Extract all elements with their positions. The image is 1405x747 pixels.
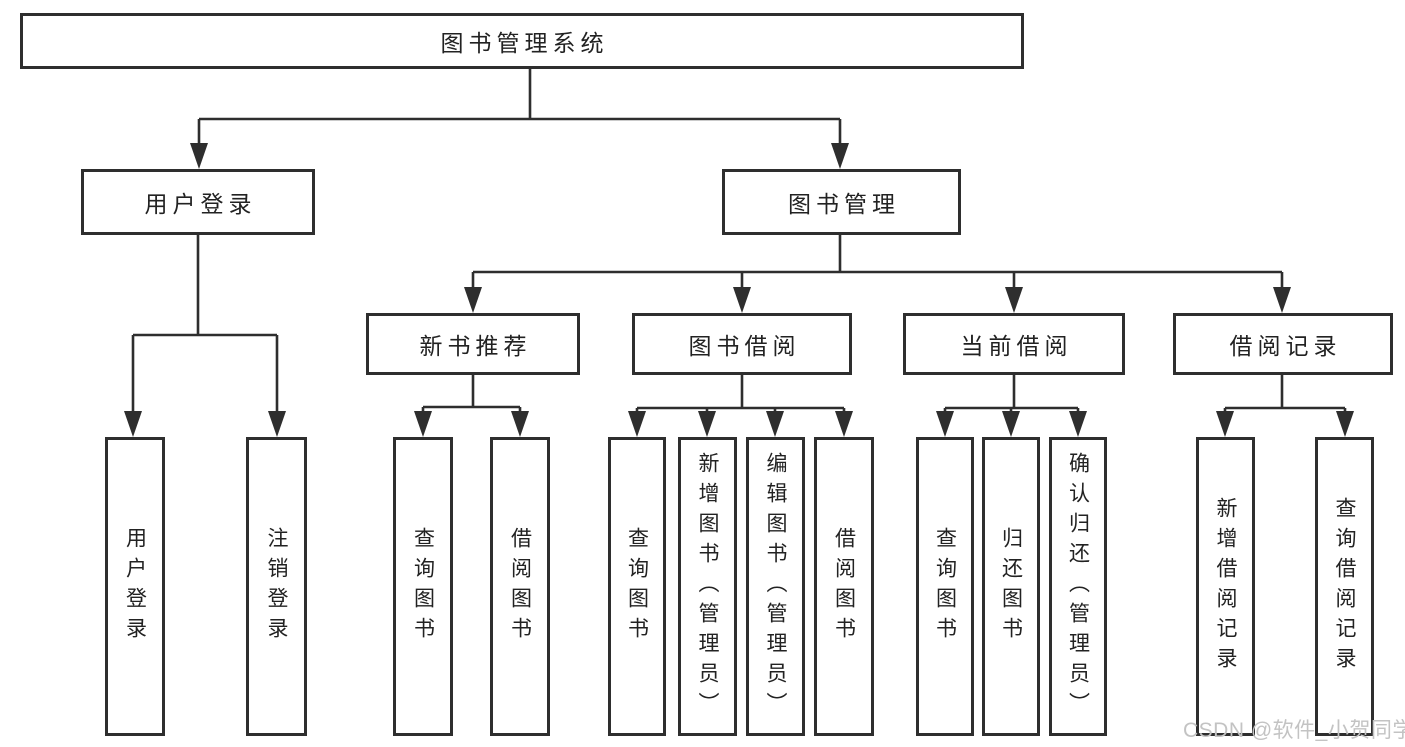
leaf-add-book-admin: 新增图书（管理员）: [678, 437, 737, 736]
leaf-return-book: 归还图书: [982, 437, 1040, 736]
leaf-query-books-borrowing: 查询图书: [608, 437, 666, 736]
node-new-book-recommendation-label: 新书推荐: [419, 333, 532, 359]
leaf-confirm-return-admin-label: 确认归还（管理员）: [1066, 451, 1090, 722]
leaf-borrow-books-recommend-label: 借阅图书: [508, 526, 532, 647]
csdn-watermark: CSDN @软件_小贺同学: [1183, 719, 1405, 742]
leaf-query-books-recommend-label: 查询图书: [411, 526, 435, 647]
leaf-add-borrow-record: 新增借阅记录: [1196, 437, 1255, 736]
node-root: 图书管理系统: [20, 13, 1024, 69]
node-book-management: 图书管理: [722, 169, 961, 235]
leaf-query-books-borrowing-label: 查询图书: [625, 526, 649, 647]
node-book-borrowing-label: 图书借阅: [688, 333, 801, 359]
leaf-logout-label: 注销登录: [265, 526, 288, 647]
node-book-management-label: 图书管理: [788, 191, 900, 217]
leaf-query-books-current-label: 查询图书: [933, 526, 957, 647]
node-borrowing-records-label: 借阅记录: [1229, 333, 1342, 359]
leaf-query-books-recommend: 查询图书: [393, 437, 453, 736]
node-book-borrowing: 图书借阅: [632, 313, 852, 375]
leaf-query-borrow-record-label: 查询借阅记录: [1333, 496, 1356, 677]
leaf-return-book-label: 归还图书: [999, 526, 1023, 647]
leaf-query-books-current: 查询图书: [916, 437, 974, 736]
leaf-logout: 注销登录: [246, 437, 307, 736]
node-current-borrowing: 当前借阅: [903, 313, 1125, 375]
node-root-label: 图书管理系统: [440, 30, 609, 56]
node-current-borrowing-label: 当前借阅: [960, 333, 1073, 359]
leaf-edit-book-admin: 编辑图书（管理员）: [746, 437, 805, 736]
leaf-user-login-label: 用户登录: [123, 526, 147, 647]
leaf-borrow-books-recommend: 借阅图书: [490, 437, 550, 736]
leaf-borrow-books: 借阅图书: [814, 437, 874, 736]
node-borrowing-records: 借阅记录: [1173, 313, 1393, 375]
node-user-login-label: 用户登录: [144, 191, 257, 217]
leaf-add-book-admin-label: 新增图书（管理员）: [696, 451, 719, 722]
node-new-book-recommendation: 新书推荐: [366, 313, 580, 375]
leaf-user-login: 用户登录: [105, 437, 165, 736]
leaf-query-borrow-record: 查询借阅记录: [1315, 437, 1374, 736]
leaf-edit-book-admin-label: 编辑图书（管理员）: [764, 451, 787, 722]
leaf-borrow-books-label: 借阅图书: [832, 526, 856, 647]
node-user-login: 用户登录: [81, 169, 315, 235]
leaf-confirm-return-admin: 确认归还（管理员）: [1049, 437, 1107, 736]
leaf-add-borrow-record-label: 新增借阅记录: [1214, 496, 1237, 677]
